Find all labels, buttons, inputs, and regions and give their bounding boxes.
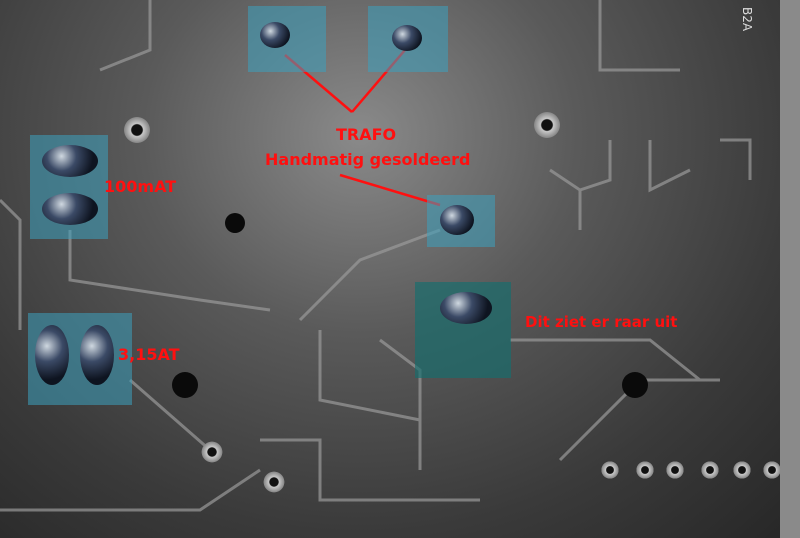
solder-joint [80,325,114,385]
solder-joint [440,205,474,235]
pad [762,460,782,480]
pad [262,470,286,494]
label-hand-soldered: Handmatig gesoldeerd [265,150,471,169]
pad [665,460,685,480]
solder-joint [392,25,422,51]
solder-joint [260,22,290,48]
mounting-hole [225,213,245,233]
solder-joint [35,325,69,385]
solder-joint [42,145,98,177]
pad [122,115,152,145]
solder-joint [440,292,492,324]
label-fuse-315at: 3,15AT [118,345,180,364]
label-odd-joint: Dit ziet er raar uit [525,313,678,331]
mounting-hole [172,372,198,398]
mounting-hole [622,372,648,398]
pad [732,460,752,480]
pad [532,110,562,140]
solder-joint [42,193,98,225]
pad [635,460,655,480]
silkscreen-label: B2A [740,6,755,32]
label-trafo: TRAFO [336,125,397,144]
label-fuse-100mat: 100mAT [104,177,177,196]
pad [600,460,620,480]
pad [700,460,720,480]
pad [200,440,224,464]
